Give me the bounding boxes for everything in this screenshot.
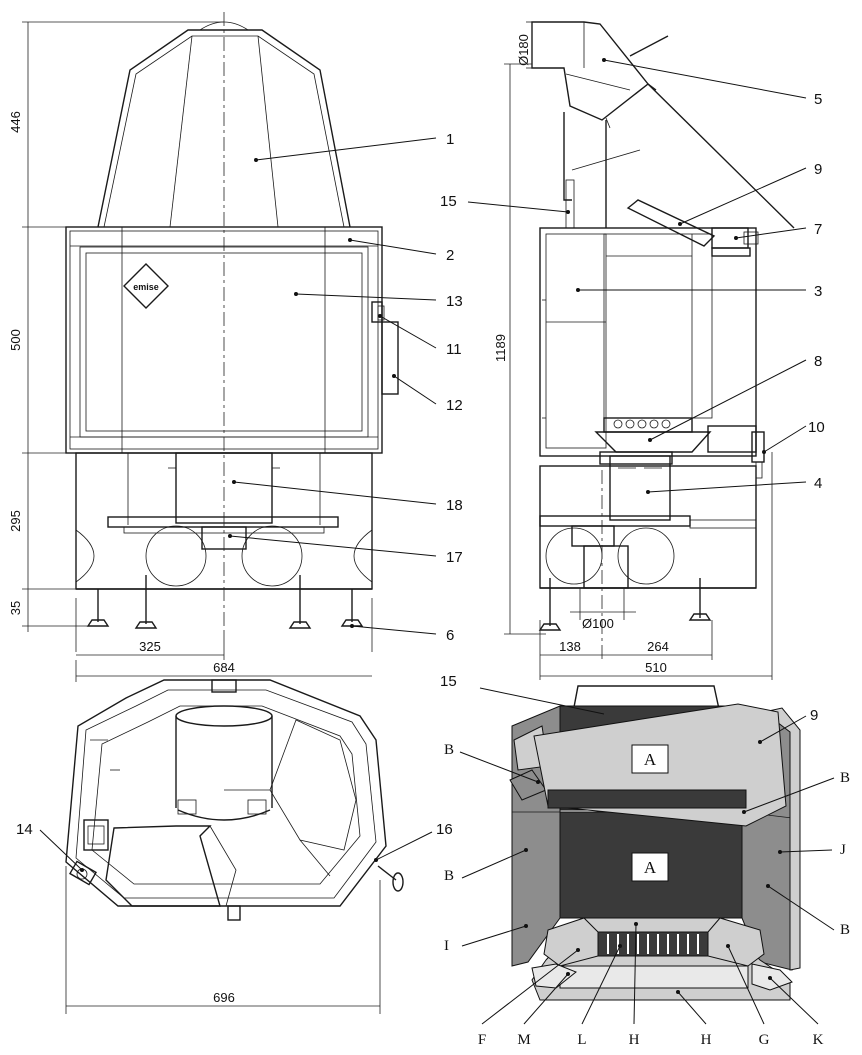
top-dimensions: 696 [65,866,381,1014]
label-bottom-h1: H [629,1032,640,1048]
grate-bars [607,934,699,954]
side-view: Ø180 1189 Ø100 138 264 510 5 9 [440,21,825,680]
dim-base-height: 295 [8,510,23,532]
front-horizontal-dimensions: 325 684 [75,598,373,682]
label-foot: 6 [446,627,454,644]
label-latch: 10 [808,419,825,436]
label-baffle: 9 [810,707,818,724]
dim-body-height: 500 [8,329,23,351]
front-view: emise [8,12,463,682]
dim-hood-height: 446 [8,111,23,133]
top-pipe [175,679,273,821]
dim-top-width: 696 [213,990,235,1005]
side-hood [563,83,795,229]
label-bottom-m: M [517,1032,530,1048]
label-handle: 12 [446,397,463,414]
dim-depth-rear: 264 [647,639,669,654]
side-flue [531,21,669,129]
top-right-knob [377,865,404,892]
label-side-right-upper: B [840,770,850,786]
firebox-view: A A 15 9 B B B [440,673,850,1048]
label-handle-pivot: 11 [446,341,462,358]
emise-logo: emise [123,263,169,309]
label-bottom-l: L [577,1032,586,1048]
label-hood: 1 [446,131,454,148]
label-right-knob: 16 [436,821,453,838]
dim-half-width: 325 [139,639,161,654]
side-dimensions: Ø180 1189 Ø100 138 264 510 [493,21,773,680]
side-body [539,227,757,465]
dim-feet-height: 35 [8,601,23,615]
label-duct: 18 [446,497,463,514]
label-side-right-outer: J [840,842,846,858]
label-bottom-f: F [478,1032,486,1048]
label-glass: 13 [446,293,463,310]
label-back-upper: A [644,750,657,769]
label-side-right-lower: B [840,922,850,938]
dim-flue-diameter: Ø180 [516,34,531,66]
dim-depth: 510 [645,660,667,675]
label-side-panel: 3 [814,283,822,300]
side-deflector [626,199,759,257]
label-side-left-upper: B [444,742,454,758]
label-back-lower: A [644,858,657,877]
label-frame: 2 [446,247,454,264]
front-callouts: 1 2 13 11 12 18 17 6 [228,131,463,644]
top-view: 696 14 16 [16,679,453,1014]
side-callouts: 5 9 15 7 3 8 10 4 [440,58,825,494]
label-ash-box: 4 [814,475,822,492]
label-deflector: 9 [814,161,822,178]
label-side-left-outer: I [444,938,449,954]
dim-total-height: 1189 [493,334,508,362]
dim-width: 684 [213,660,235,675]
label-ash-drawer: 17 [446,549,463,566]
label-left-knob: 14 [16,821,33,838]
front-vertical-dimensions: 446 500 295 35 [8,21,224,632]
side-base [538,455,757,631]
label-air-pipe: 15 [440,193,457,210]
label-side-left-lower: B [444,868,454,884]
label-bottom-h2: H [701,1032,712,1048]
label-grate: 8 [814,353,822,370]
label-bottom-k: K [813,1032,824,1048]
dim-inlet-diameter: Ø100 [582,616,614,631]
door-handle [371,301,399,395]
label-bottom-g: G [759,1032,770,1048]
top-left-knob [69,860,97,886]
front-feet [86,575,364,629]
label-flue: 5 [814,91,822,108]
dim-depth-front: 138 [559,639,581,654]
label-pipe: 15 [440,673,457,690]
label-bracket: 7 [814,221,822,238]
logo-text: emise [133,282,159,292]
side-latch [707,425,765,479]
